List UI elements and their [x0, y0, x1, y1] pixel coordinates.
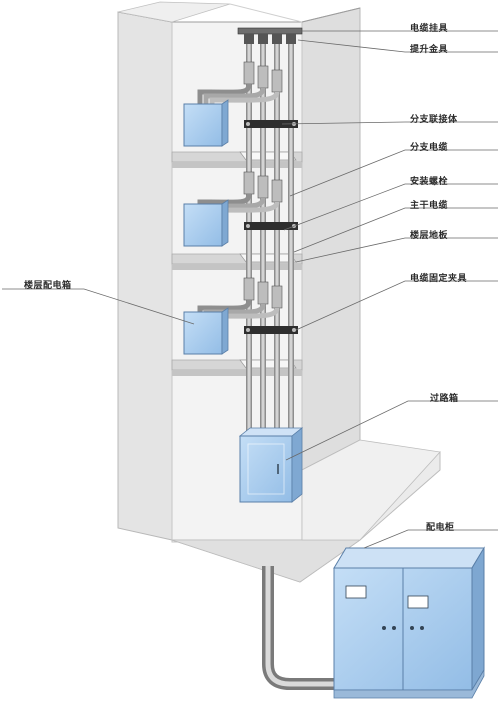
right-wall — [301, 7, 361, 471]
leader-pull-box — [285, 400, 498, 461]
leader-lines — [2, 30, 498, 549]
main-cables — [246, 44, 294, 438]
label-cable-clamp: 电缆固定夹具 — [410, 274, 468, 284]
floor-3-branch — [183, 277, 298, 355]
label-cable-hanger: 电缆挂具 — [410, 24, 449, 34]
left-wall — [117, 11, 173, 541]
label-floor-distribution-box: 楼层配电箱 — [24, 281, 72, 291]
distribution-cabinet — [333, 546, 485, 699]
leader-distribution-cabinet — [363, 529, 498, 549]
floor-2-distribution-box — [183, 203, 223, 247]
leader-mounting-bolt — [283, 183, 498, 231]
label-branch-cable: 分支电缆 — [410, 143, 449, 153]
label-branch-connector: 分支联接体 — [410, 115, 458, 125]
leader-branch-connector — [281, 121, 498, 125]
label-floor-slab: 楼层地板 — [410, 231, 449, 241]
floor-2-branch — [183, 171, 298, 247]
floor-1-branch — [183, 61, 298, 147]
label-lifting-fitting: 提升金具 — [410, 45, 449, 55]
label-distribution-cabinet: 配电柜 — [426, 523, 455, 533]
leader-cable-clamp — [295, 280, 498, 331]
leader-branch-cable — [289, 149, 498, 197]
leader-lifting-fitting — [297, 39, 498, 53]
leader-floor-slab — [295, 237, 498, 263]
label-mounting-bolt: 安装螺栓 — [410, 177, 449, 187]
feeder-cable — [262, 566, 360, 690]
label-main-cable: 主干电缆 — [410, 201, 449, 211]
floor-3-distribution-box — [183, 311, 223, 355]
leader-floor-distribution-box — [2, 288, 195, 325]
label-pull-box: 过路箱 — [430, 394, 459, 404]
leader-main-cable — [293, 207, 498, 253]
floor-1-distribution-box — [183, 103, 223, 147]
pull-box — [238, 427, 304, 503]
